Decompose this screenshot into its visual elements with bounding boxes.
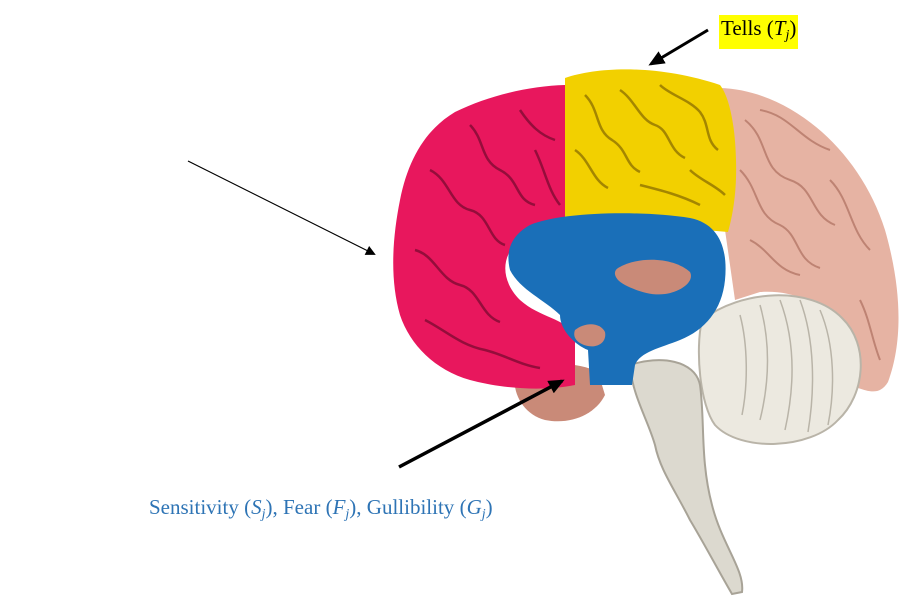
trait-fear-subscript: j — [345, 507, 349, 522]
trait-gullibility-subscript: j — [482, 507, 486, 522]
frontal-arrow — [188, 161, 374, 254]
trait-fear-name: Fear — [283, 495, 320, 519]
tells-arrow — [651, 30, 708, 64]
trait-gullibility-name: Gullibility — [367, 495, 455, 519]
trait-gullibility-symbol: G — [467, 495, 482, 519]
tells-name: Tells — [721, 16, 762, 40]
traits-label: Sensitivity (Sj), Fear (Fj), Gullibility… — [149, 494, 493, 528]
limbic-arrow — [399, 381, 562, 467]
trait-sensitivity-symbol: S — [251, 495, 262, 519]
trait-sensitivity-name: Sensitivity — [149, 495, 239, 519]
trait-fear-symbol: F — [333, 495, 346, 519]
tells-label: Tells (Tj) — [719, 15, 798, 49]
cerebellum — [699, 295, 861, 444]
tells-subscript: j — [785, 28, 789, 43]
parietal-region — [565, 69, 736, 232]
trait-sensitivity-subscript: j — [262, 507, 266, 522]
tells-symbol: T — [774, 16, 786, 40]
